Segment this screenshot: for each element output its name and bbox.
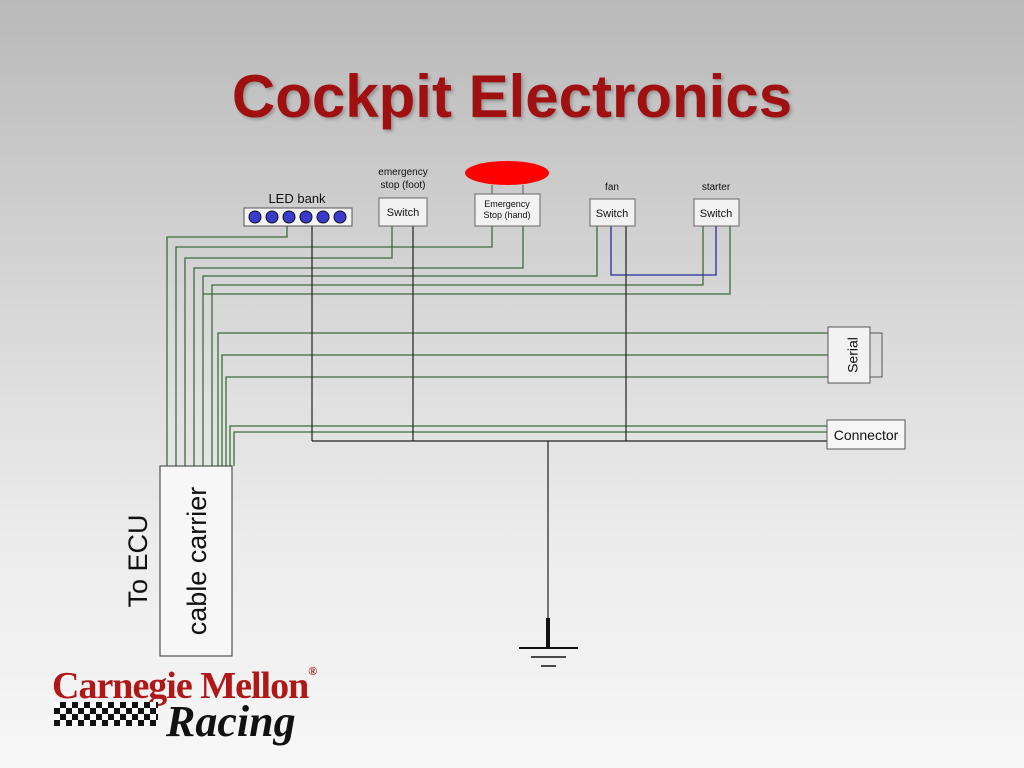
wire-led-bank	[166, 226, 288, 466]
ground-symbol	[519, 618, 578, 667]
led-5	[316, 210, 330, 224]
logo-racing: Racing	[166, 697, 296, 746]
wire-connector-1	[229, 425, 828, 466]
wire-starter-b	[203, 226, 731, 295]
wire-serial-3	[225, 376, 828, 466]
wire-emergency-hand-a	[175, 226, 493, 466]
slide-title: Cockpit Electronics	[231, 63, 793, 130]
starter-switch: starter Switch	[693, 182, 740, 227]
led-1	[248, 210, 262, 224]
wire-starter-a	[211, 226, 704, 466]
fan-switch-label: Switch	[596, 208, 628, 220]
emergency-foot-label-2: stop (foot)	[380, 180, 425, 191]
wire-fan-starter-link	[610, 226, 717, 276]
led-2	[265, 210, 279, 224]
fan-label: fan	[605, 182, 619, 193]
wire-serial-1	[217, 332, 828, 466]
cable-carrier-label: cable carrier	[182, 487, 212, 636]
led-bank-label: LED bank	[268, 191, 326, 206]
wire-connector-2	[233, 431, 828, 466]
connector-label: Connector	[834, 427, 899, 443]
green-wires	[166, 226, 828, 466]
led-bank: LED bank	[243, 191, 353, 227]
emergency-hand-label-1: Emergency	[484, 199, 530, 209]
wire-serial-2	[221, 354, 828, 466]
starter-label: starter	[702, 182, 731, 193]
cable-carrier: cable carrier	[159, 465, 233, 657]
checkered-flag-icon	[54, 702, 158, 726]
led-4	[299, 210, 313, 224]
ground-wires	[311, 226, 828, 640]
logo-carnegie-mellon: Carnegie Mellon®	[52, 664, 317, 707]
emergency-stop-hand: Emergency Stop (hand)	[465, 161, 549, 227]
red-stop-button	[465, 161, 549, 185]
emergency-stop-foot: emergency stop (foot) Switch	[378, 167, 428, 227]
led-3	[282, 210, 296, 224]
led-6	[333, 210, 347, 224]
connector-box: Connector	[826, 419, 906, 450]
wire-emergency-hand-b	[193, 226, 524, 466]
starter-switch-label: Switch	[700, 208, 732, 220]
fan-switch: fan Switch	[589, 182, 636, 227]
to-ecu-label: To ECU	[123, 514, 153, 607]
emergency-foot-switch-label: Switch	[387, 207, 419, 219]
serial-label: Serial	[845, 337, 861, 373]
emergency-hand-label-2: Stop (hand)	[483, 210, 530, 220]
emergency-foot-label-1: emergency	[378, 167, 427, 178]
serial-connector: Serial	[827, 326, 883, 384]
wire-fan	[202, 226, 598, 466]
wire-emergency-foot	[184, 226, 393, 466]
